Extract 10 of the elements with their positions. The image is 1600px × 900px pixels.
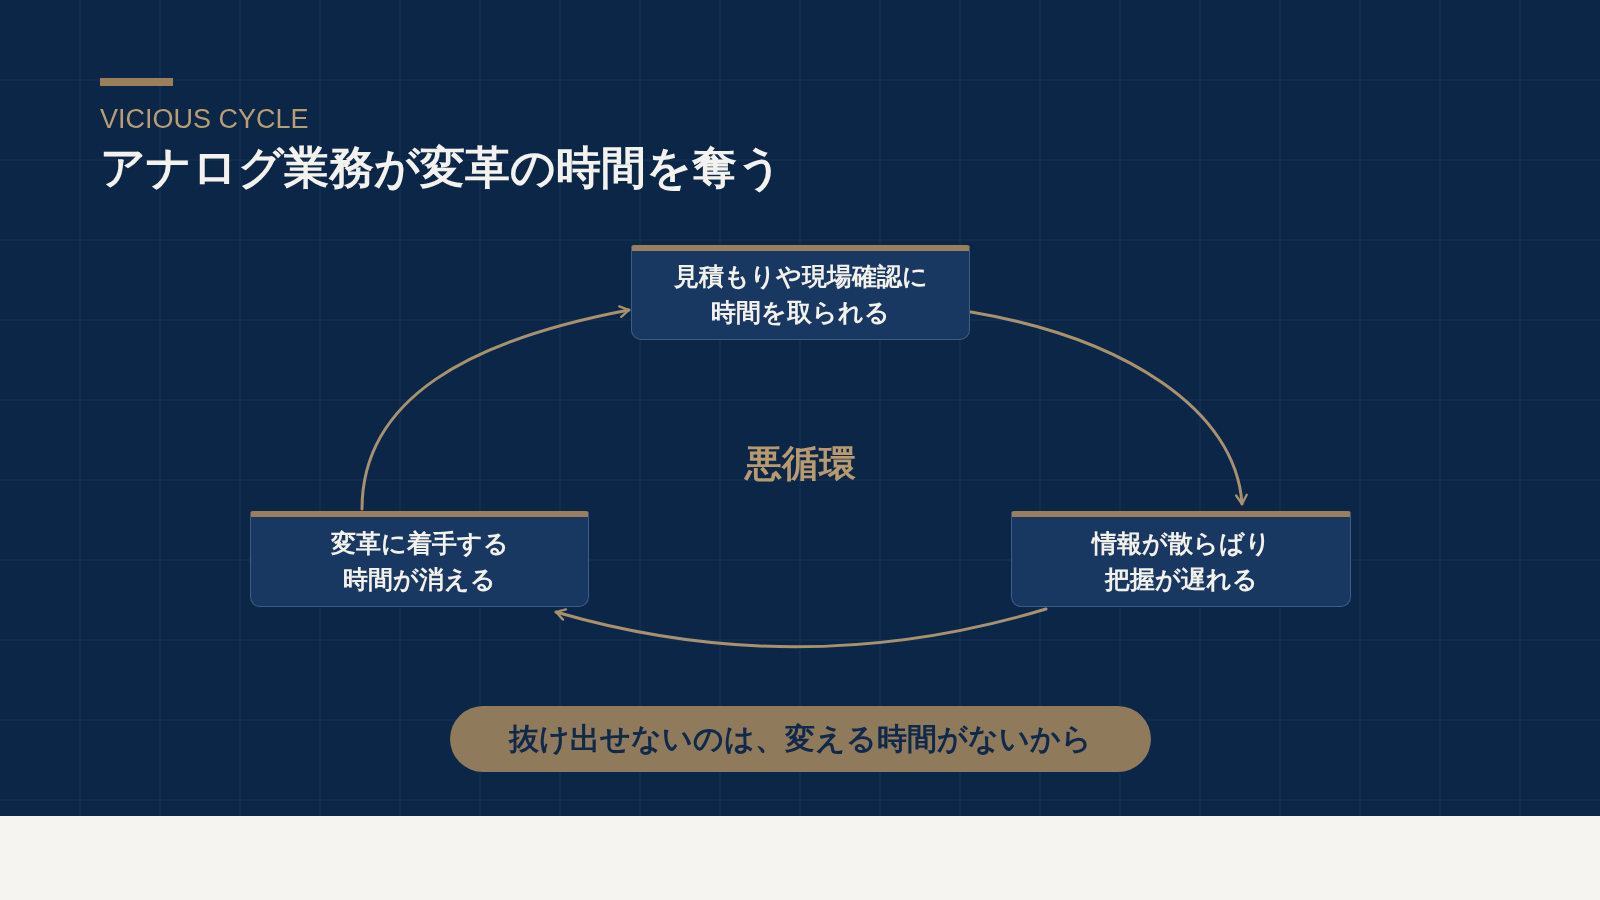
step-box: 見積もりや現場確認に時間を取られる [631,245,970,340]
cycle-arrow [554,607,1048,649]
slide-title: アナログ業務が変革の時間を奪う [100,141,783,195]
step-box: 情報が散らばり把握が遅れる [1011,511,1351,607]
step-box: 変革に着手する時間が消える [250,511,589,607]
eyebrow-label: VICIOUS CYCLE [100,103,309,135]
cycle-arrow [969,310,1248,506]
cycle-arrow [360,305,631,511]
conclusion-banner: 抜け出せないのは、変える時間がないから [450,706,1151,772]
cycle-label: 悪循環 [744,442,856,486]
